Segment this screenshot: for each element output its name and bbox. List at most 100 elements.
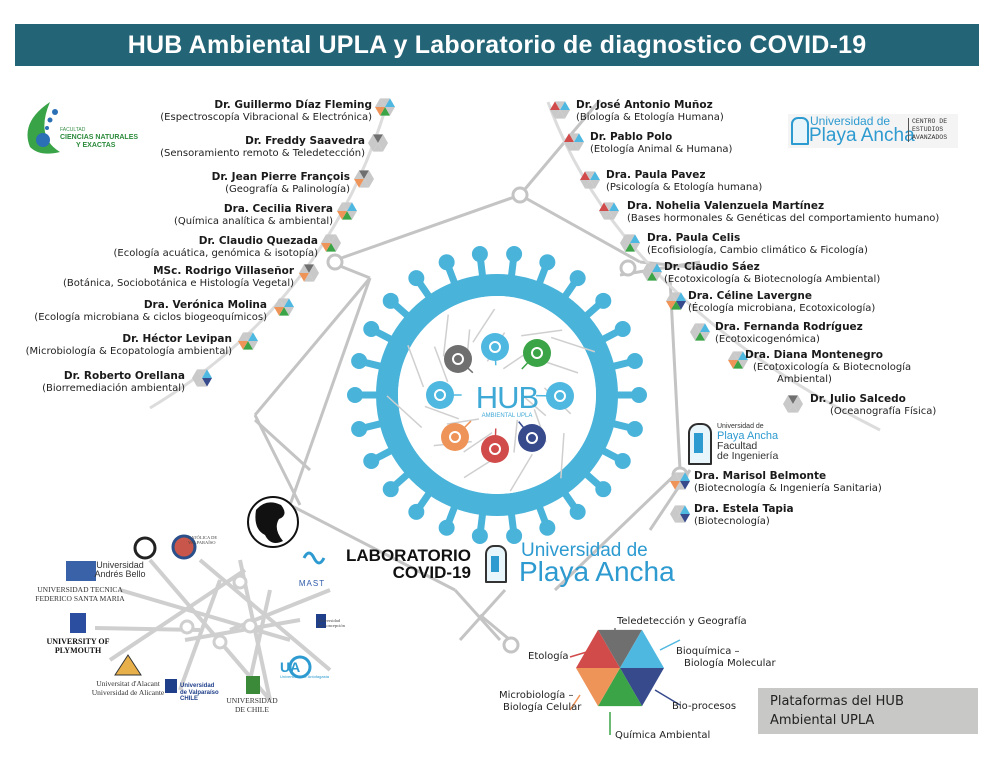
researcher-name: Dra. Cecilia Rivera [223, 203, 333, 215]
researcher-item: Dra. Paula Pavez(Psicología & Etología h… [606, 169, 762, 194]
hex-segment-orange [321, 243, 331, 252]
utfsm-logo-icon [66, 561, 96, 581]
icon-glyph [531, 347, 543, 359]
legend-leader-line [654, 689, 681, 706]
icon-circle [426, 381, 454, 409]
hex-segment-orange [580, 180, 590, 189]
researcher-item: Dra. Cecilia Rivera(Química analítica & … [174, 203, 333, 228]
inner-network-line [446, 418, 480, 425]
logo-small-text: FACULTAD [60, 127, 86, 133]
hex-segment-cyan [793, 395, 803, 404]
researcher-item: Dra. Marisol Belmonte(Biotecnología & In… [694, 470, 882, 495]
network-line [453, 588, 502, 642]
ciencias-naturales-logo: FACULTAD CIENCIAS NATURALES Y EXACTAS [60, 126, 138, 150]
university-label-line: Universidad [318, 618, 340, 623]
inner-network-line [386, 395, 423, 429]
upla-ingenieria-logo: Universidad de Playa Ancha Facultad de I… [688, 423, 798, 467]
researcher-area: (Geografía & Palinología) [225, 183, 350, 195]
hex-segment-navy [652, 272, 662, 281]
network-line [289, 503, 456, 592]
icon-glyph [489, 341, 501, 353]
researcher-item: Dra. Estela Tapia(Biotecnología) [694, 503, 794, 528]
university-label-line: FEDERICO SANTA MARIA [35, 593, 125, 603]
virus-spike-tip [614, 452, 631, 469]
fox-icon [441, 423, 469, 451]
researcher-platform-badges [192, 98, 803, 523]
hex-segment-orange [670, 514, 680, 523]
hex-segment-red [728, 351, 738, 360]
icon-circle [523, 339, 551, 367]
researcher-area: (Ecotoxicogenómica) [715, 333, 820, 345]
researcher-name: Dra. Verónica Molina [143, 299, 267, 311]
researcher-name: Dra. Céline Lavergne [688, 290, 812, 302]
legend-leader-line [659, 639, 681, 651]
hex-segment-gray [569, 133, 579, 142]
hex-segment-cyan [248, 332, 258, 341]
university-label-line: Universidad de Antofagasta [280, 674, 329, 679]
researcher-item: Dr. Julio Salcedo(Oceanografía Física) [810, 393, 936, 418]
hex-segment-navy [331, 243, 341, 252]
platforms-legend-box: Plataformas del HUB Ambiental UPLA [758, 688, 978, 734]
inner-network-line [560, 432, 565, 479]
ciencias-dot-icon [36, 133, 50, 147]
ciencias-bubble-icon [45, 126, 49, 130]
antofagasta-logo-icon [288, 655, 312, 679]
hex-segment-cyan [738, 351, 748, 360]
researcher-area: (Ecotoxicología & Biotecnología Ambienta… [664, 273, 881, 285]
platform-label-orange: Microbiología –Biología Celular [499, 690, 581, 714]
researcher-name: Dra. Marisol Belmonte [694, 470, 827, 482]
virus-spike-tip [569, 270, 586, 287]
icon-glyph [449, 431, 461, 443]
university-label-line: UNIVERSIDAD TECNICA [37, 585, 123, 594]
researcher-area: (Ecología microbiana & ciclos biogeoquím… [34, 311, 267, 323]
hex-segment-navy [793, 404, 803, 413]
legend-title-line1: Plataformas del HUB [770, 694, 904, 709]
virus-spike-tip [569, 503, 586, 520]
researcher-name: Dr. Jean Pierre François [211, 171, 350, 183]
network-line [329, 193, 521, 264]
header-banner: HUB Ambiental UPLA y Laboratorio de diag… [15, 24, 979, 66]
researcher-name: Dr. Pablo Polo [590, 131, 673, 143]
lighthouse-body [491, 556, 499, 572]
hex-segment-gray [373, 134, 383, 143]
researcher-item: Dra. Nohelia Valenzuela Martínez(Bases h… [627, 200, 939, 225]
alicante-logo-icon [114, 654, 142, 676]
platform-badge [642, 263, 662, 281]
icon-circle [481, 333, 509, 361]
network-line [458, 588, 507, 642]
researcher-name: Dr. Roberto Orellana [63, 370, 185, 382]
hex-segment-green [585, 180, 595, 189]
university-label-line: Universidad [180, 683, 215, 689]
hex-segment-orange [620, 243, 630, 252]
university-label-line: DE CHILE [235, 704, 269, 714]
hex-segment-navy [309, 273, 319, 282]
researcher-name: Dra. Estela Tapia [694, 503, 794, 515]
researcher-name: Dr. José Antonio Muñoz [576, 99, 713, 111]
lab-line1: LABORATORIO [346, 546, 471, 565]
upla-lighthouse-icon [791, 117, 809, 145]
researcher-name: Dra. Nohelia Valenzuela Martínez [627, 200, 825, 212]
hex-segment-cyan [364, 170, 374, 179]
upla-cea-logo: Universidad de Playa Ancha CENTRO DE EST… [788, 114, 958, 148]
hex-segment-navy [385, 107, 395, 116]
researcher-name: Dr. Héctor Levipan [122, 333, 232, 345]
mast-logo-icon [302, 551, 326, 565]
hex-segment-orange [337, 211, 347, 220]
platform-label-line: Biología Celular [503, 702, 582, 713]
researcher-item: Dr. Héctor Levipan(Microbiología & Ecopa… [26, 333, 232, 358]
hex-segment-cyan [609, 202, 619, 211]
hex-segment-red [368, 134, 378, 143]
university-label-line: de Concepción [318, 623, 345, 628]
dna-icon [546, 382, 574, 410]
platform-badge [375, 98, 395, 116]
hex-segment-orange [642, 272, 652, 281]
inner-network-line [521, 394, 547, 417]
hub-logo: HUB AMBIENTAL UPLA [467, 382, 547, 420]
researcher-area: (Biotecnología) [694, 515, 770, 527]
university-label-line: VALPARAÍSO [188, 540, 216, 545]
network-line [253, 277, 372, 416]
platform-label-cyan: Bioquímica –Biología Molecular [676, 646, 776, 670]
